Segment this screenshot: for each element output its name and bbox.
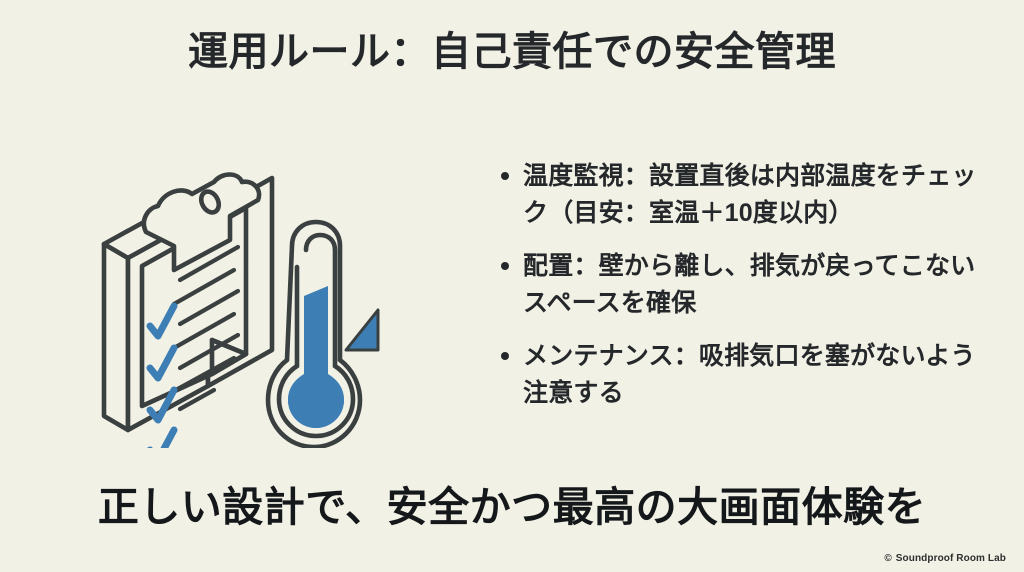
- checklist-lines: [171, 244, 241, 412]
- checkmark-icon: [146, 302, 178, 340]
- footer-credit-label: Soundproof Room Lab: [895, 553, 1006, 564]
- bullet-dot-icon: [501, 352, 509, 360]
- bullet-dot-icon: [501, 262, 509, 270]
- list-item: 配置：壁から離し、排気が戻ってこないスペースを確保: [497, 248, 997, 322]
- bullet-list: 温度監視：設置直後は内部温度をチェック（目安：室温＋10度以内） 配置：壁から離…: [497, 158, 997, 412]
- clipboard-icon: [101, 172, 275, 433]
- illustration-clipboard-thermometer: [88, 128, 408, 448]
- triangle-pointer-icon: [344, 308, 380, 352]
- checkmark-icon: [147, 426, 178, 448]
- page-title: 運用ルール：自己責任での安全管理: [188, 30, 836, 74]
- checkmark-icon: [146, 386, 178, 424]
- list-item-label: メンテナンス：吸排気口を塞がないよう注意する: [523, 342, 976, 407]
- bullet-dot-icon: [501, 172, 509, 180]
- list-item-label: 温度監視：設置直後は内部温度をチェック（目安：室温＋10度以内）: [523, 162, 977, 227]
- checkmark-icon: [146, 344, 178, 382]
- illustration-svg: [101, 172, 380, 448]
- footer-credit: © Soundproof Room Lab: [884, 553, 1006, 564]
- list-item-label: 配置：壁から離し、排気が戻ってこないスペースを確保: [523, 252, 976, 317]
- bottom-heading: 正しい設計で、安全かつ最高の大画面体験を: [97, 484, 927, 530]
- copyright-icon: ©: [884, 552, 892, 564]
- list-item: メンテナンス：吸排気口を塞がないよう注意する: [497, 338, 997, 412]
- thermometer-icon: [265, 219, 380, 448]
- list-item: 温度監視：設置直後は内部温度をチェック（目安：室温＋10度以内）: [497, 158, 997, 232]
- checkmark-icon-group: [146, 302, 178, 448]
